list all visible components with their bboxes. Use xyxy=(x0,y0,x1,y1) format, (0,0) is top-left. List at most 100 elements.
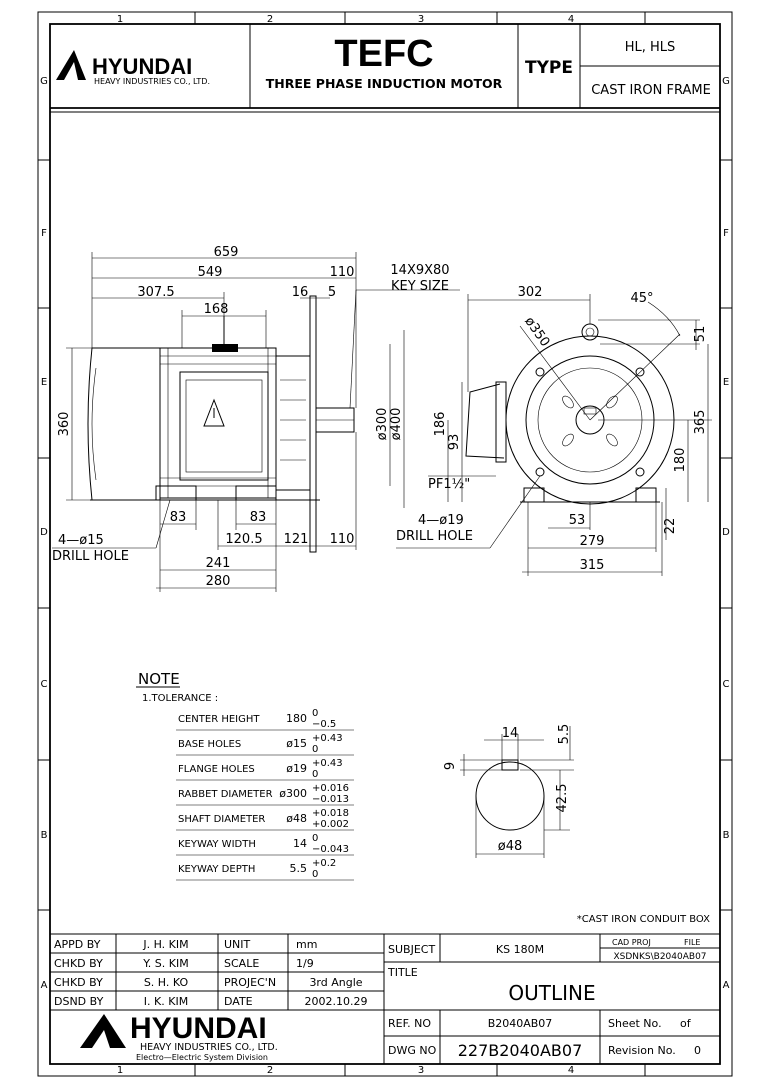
flange xyxy=(309,295,317,553)
scale-value: 1/9 xyxy=(296,957,314,970)
row-e-right: E xyxy=(723,377,729,388)
drill-hole-end-count: 4—ø19 xyxy=(418,513,464,528)
hyundai-logo-icon xyxy=(56,50,86,80)
side-view: 659 549 110 307.5 168 16 5 14X9X80 KEY S… xyxy=(52,245,460,592)
dim-110-bottom: 110 xyxy=(330,532,355,547)
col-4-bottom: 4 xyxy=(568,1065,574,1076)
tolerance-label: BASE HOLES xyxy=(178,739,241,750)
row-e-left: E xyxy=(41,377,47,388)
tolerance-row: RABBET DIAMETER ø300 +0.016 −0.013 xyxy=(178,783,349,805)
row-c-left: C xyxy=(41,679,48,690)
sheet-of: of xyxy=(680,1017,692,1030)
chkd2-label: CHKD BY xyxy=(54,976,103,989)
dim-180: 180 xyxy=(673,448,688,473)
unit-label: UNIT xyxy=(224,938,251,951)
dim-241: 241 xyxy=(206,556,231,571)
footer-division: Electro—Electric System Division xyxy=(136,1053,268,1062)
tolerance-lower: −0.043 xyxy=(312,844,349,855)
file-label: FILE xyxy=(684,938,700,947)
date-label: DATE xyxy=(224,995,253,1008)
dim-51: 51 xyxy=(693,326,708,343)
revision-label: Revision No. xyxy=(608,1044,676,1057)
dim-shaft-48: ø48 xyxy=(498,839,523,854)
row-a-right: A xyxy=(723,980,730,991)
row-f-right: F xyxy=(723,228,729,239)
projection-value: 3rd Angle xyxy=(309,976,362,989)
dwg-label: DWG NO xyxy=(388,1044,437,1057)
row-b-left: B xyxy=(41,830,48,841)
drill-hole-side-label: DRILL HOLE xyxy=(52,549,129,564)
dim-110-top: 110 xyxy=(330,265,355,280)
dim-83-right: 83 xyxy=(250,510,267,525)
tolerance-value: ø15 xyxy=(286,737,307,750)
appd-value: J. H. KIM xyxy=(142,938,188,951)
tolerance-upper: +0.2 xyxy=(312,858,336,869)
end-view: 302 45° ø350 51 365 186 93 180 PF1½" 4—ø… xyxy=(396,285,712,576)
tolerance-row: BASE HOLES ø15 +0.43 0 xyxy=(178,733,343,755)
dim-659: 659 xyxy=(214,245,239,260)
tolerance-upper: +0.016 xyxy=(312,783,349,794)
shaft-section-view: 14 5.5 9 42.5 ø48 xyxy=(443,724,574,858)
col-3-bottom: 3 xyxy=(418,1065,424,1076)
cad-proj-label: CAD PROJ xyxy=(612,938,651,947)
col-1-top: 1 xyxy=(117,14,123,25)
dim-300: ø300 xyxy=(375,408,390,441)
dim-5: 5 xyxy=(328,285,336,300)
dim-53: 53 xyxy=(569,513,586,528)
tolerance-row: KEYWAY WIDTH 14 0 −0.043 xyxy=(178,833,349,855)
tolerance-label: RABBET DIAMETER xyxy=(178,789,273,800)
dim-186: 186 xyxy=(433,412,448,437)
row-g-left: G xyxy=(40,76,48,87)
shaft-section-circle xyxy=(475,761,545,831)
dsnd-value: I. K. KIM xyxy=(144,995,188,1008)
drill-hole-side-count: 4—ø15 xyxy=(58,533,104,548)
dim-302: 302 xyxy=(518,285,543,300)
cad-file-value: XSDNKS\B2040AB07 xyxy=(613,952,706,962)
conduit-note: *CAST IRON CONDUIT BOX xyxy=(577,914,710,925)
tolerance-label: SHAFT DIAMETER xyxy=(178,814,265,825)
dim-45-deg: 45° xyxy=(630,291,653,306)
row-f-left: F xyxy=(41,228,47,239)
tolerance-upper: +0.018 xyxy=(312,808,349,819)
keyway xyxy=(501,759,519,771)
dim-keyway-5-5: 5.5 xyxy=(557,724,572,745)
row-d-right: D xyxy=(722,527,730,538)
col-1-bottom: 1 xyxy=(117,1065,123,1076)
row-d-left: D xyxy=(40,527,48,538)
tolerance-lower: −0.5 xyxy=(312,719,336,730)
outer-border xyxy=(37,11,733,1077)
dim-400: ø400 xyxy=(389,408,404,441)
tolerance-lower: 0 xyxy=(312,744,318,755)
dim-121: 121 xyxy=(284,532,309,547)
subject-label: SUBJECT xyxy=(388,943,435,956)
dim-307-5: 307.5 xyxy=(137,285,174,300)
tolerance-row: KEYWAY DEPTH 5.5 +0.2 0 xyxy=(178,858,336,880)
dim-549: 549 xyxy=(198,265,223,280)
header-block: HYUNDAI HEAVY INDUSTRIES CO., LTD. TEFC … xyxy=(50,24,720,113)
row-c-right: C xyxy=(723,679,730,690)
tolerance-label: CENTER HEIGHT xyxy=(178,714,260,725)
dim-22: 22 xyxy=(663,518,678,535)
note-tolerance: 1.TOLERANCE : xyxy=(142,693,218,704)
appd-label: APPD BY xyxy=(54,938,101,951)
footer-brand: HYUNDAI xyxy=(130,1012,267,1045)
row-a-left: A xyxy=(41,980,48,991)
subject-value: KS 180M xyxy=(496,943,544,956)
col-2-top: 2 xyxy=(267,14,273,25)
header-frame: CAST IRON FRAME xyxy=(591,83,711,98)
column-markers: 1 2 3 4 1 2 3 4 xyxy=(117,12,646,1076)
ref-label: REF. NO xyxy=(388,1017,431,1030)
header-type-label: TYPE xyxy=(525,58,573,78)
tolerance-upper: 0 xyxy=(312,833,318,844)
col-3-top: 3 xyxy=(418,14,424,25)
revision-value: 0 xyxy=(694,1044,701,1057)
header-subtitle: THREE PHASE INDUCTION MOTOR xyxy=(266,76,503,91)
unit-value: mm xyxy=(296,938,317,951)
tolerance-value: ø19 xyxy=(286,762,307,775)
dim-279: 279 xyxy=(580,534,605,549)
tolerance-upper: +0.43 xyxy=(312,733,343,744)
header-type-value: HL, HLS xyxy=(625,40,676,55)
dim-keyway-14: 14 xyxy=(502,726,519,741)
key-size-value: 14X9X80 xyxy=(390,263,449,278)
